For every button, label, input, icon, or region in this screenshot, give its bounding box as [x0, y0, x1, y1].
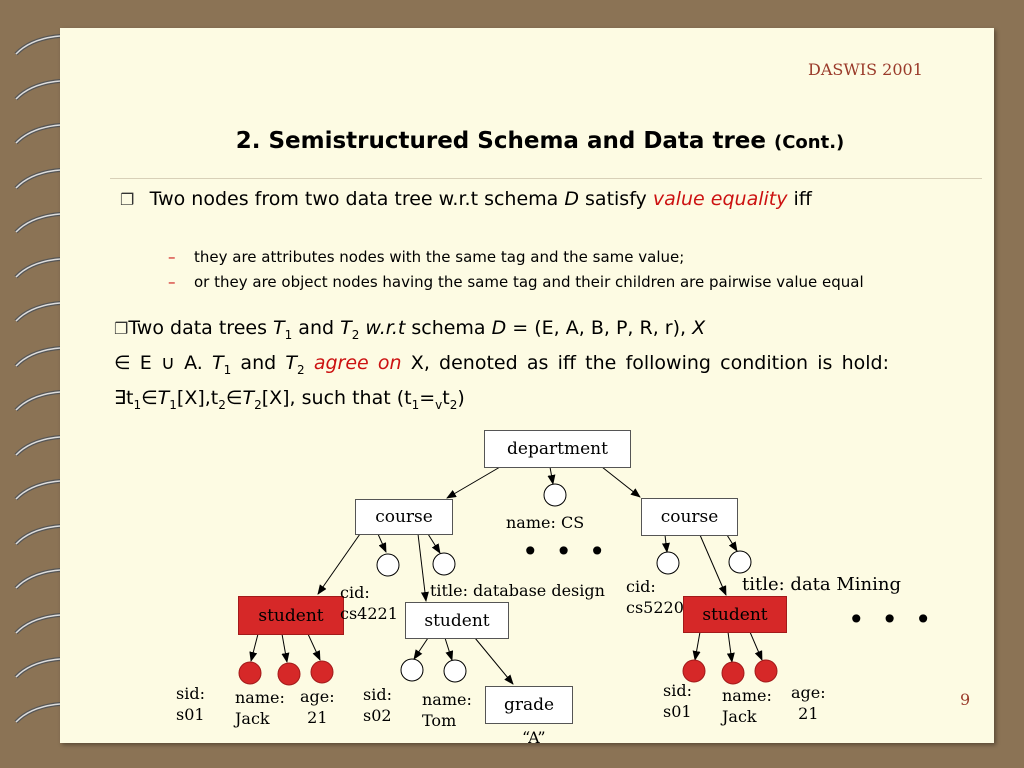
title-divider [110, 178, 982, 179]
attr-node-sid-left [238, 661, 262, 685]
attr-node-sid-s02 [400, 658, 424, 682]
label-sid-s02: sid: s02 [363, 685, 392, 725]
node-course-left: course [355, 499, 453, 535]
node-department: department [484, 430, 631, 468]
title-main: 2. Semistructured Schema and Data tree [235, 128, 766, 154]
node-grade: grade [485, 686, 573, 724]
node-student-mid: student [405, 602, 509, 639]
node-student-right: student [683, 596, 787, 633]
label-sid-s01-left: sid: s01 [176, 684, 205, 724]
bullet-value-equality: ❐ Two nodes from two data tree w.r.t sch… [120, 188, 812, 210]
attr-node-sid-right [682, 659, 706, 683]
label-name-tom: name: Tom [422, 690, 472, 730]
attr-node-name-right [721, 661, 745, 685]
attr-node-cid-left [376, 553, 400, 577]
label-title-left: title: database design [430, 581, 605, 600]
bullet-agree-on: ❐Two data trees T1 and T2 w.r.t schema D… [114, 317, 890, 412]
sub-bullet-attributes: –they are attributes nodes with the same… [168, 248, 685, 266]
attr-node-cid-right [656, 551, 680, 575]
node-student-left: student [238, 596, 344, 635]
label-title-right: title: data Mining [742, 574, 902, 595]
label-age-right: age: 21 [791, 683, 826, 723]
label-age-left: age: 21 [300, 687, 335, 727]
attr-node-age-right [754, 659, 778, 683]
term-value-equality: value equality [652, 188, 788, 210]
slide-title: 2. Semistructured Schema and Data tree (… [60, 128, 1020, 154]
bullet-icon: ❐ [120, 190, 150, 209]
term-agree-on: agree on [313, 351, 402, 374]
label-name-cs: name: CS [506, 513, 585, 532]
attr-node-name-left [277, 662, 301, 686]
node-course-right: course [641, 498, 738, 536]
label-cid-left: cid: cs4221 [340, 583, 398, 623]
attr-node-name-tom [443, 659, 467, 683]
label-name-jack-left: name: Jack [235, 688, 285, 728]
title-cont: (Cont.) [774, 132, 845, 153]
label-sid-s01-right: sid: s01 [663, 681, 692, 721]
attr-node-name-cs [543, 483, 567, 507]
attr-node-title-right [728, 550, 752, 574]
attr-node-age-left [310, 660, 334, 684]
sub-bullet-objects: –or they are object nodes having the sam… [168, 273, 864, 291]
bullet-icon: ❐ [114, 319, 129, 338]
ellipsis-right: • • • [848, 603, 936, 636]
ellipsis-middle: • • • [522, 535, 610, 568]
label-cid-right: cid: cs5220 [626, 577, 684, 617]
attr-node-title-left [432, 552, 456, 576]
label-grade-value: “A” [522, 728, 546, 747]
label-name-jack-right: name: Jack [722, 686, 772, 726]
page-number: 9 [960, 690, 971, 709]
slide-page [60, 28, 994, 743]
conference-label: DASWIS 2001 [808, 60, 923, 79]
